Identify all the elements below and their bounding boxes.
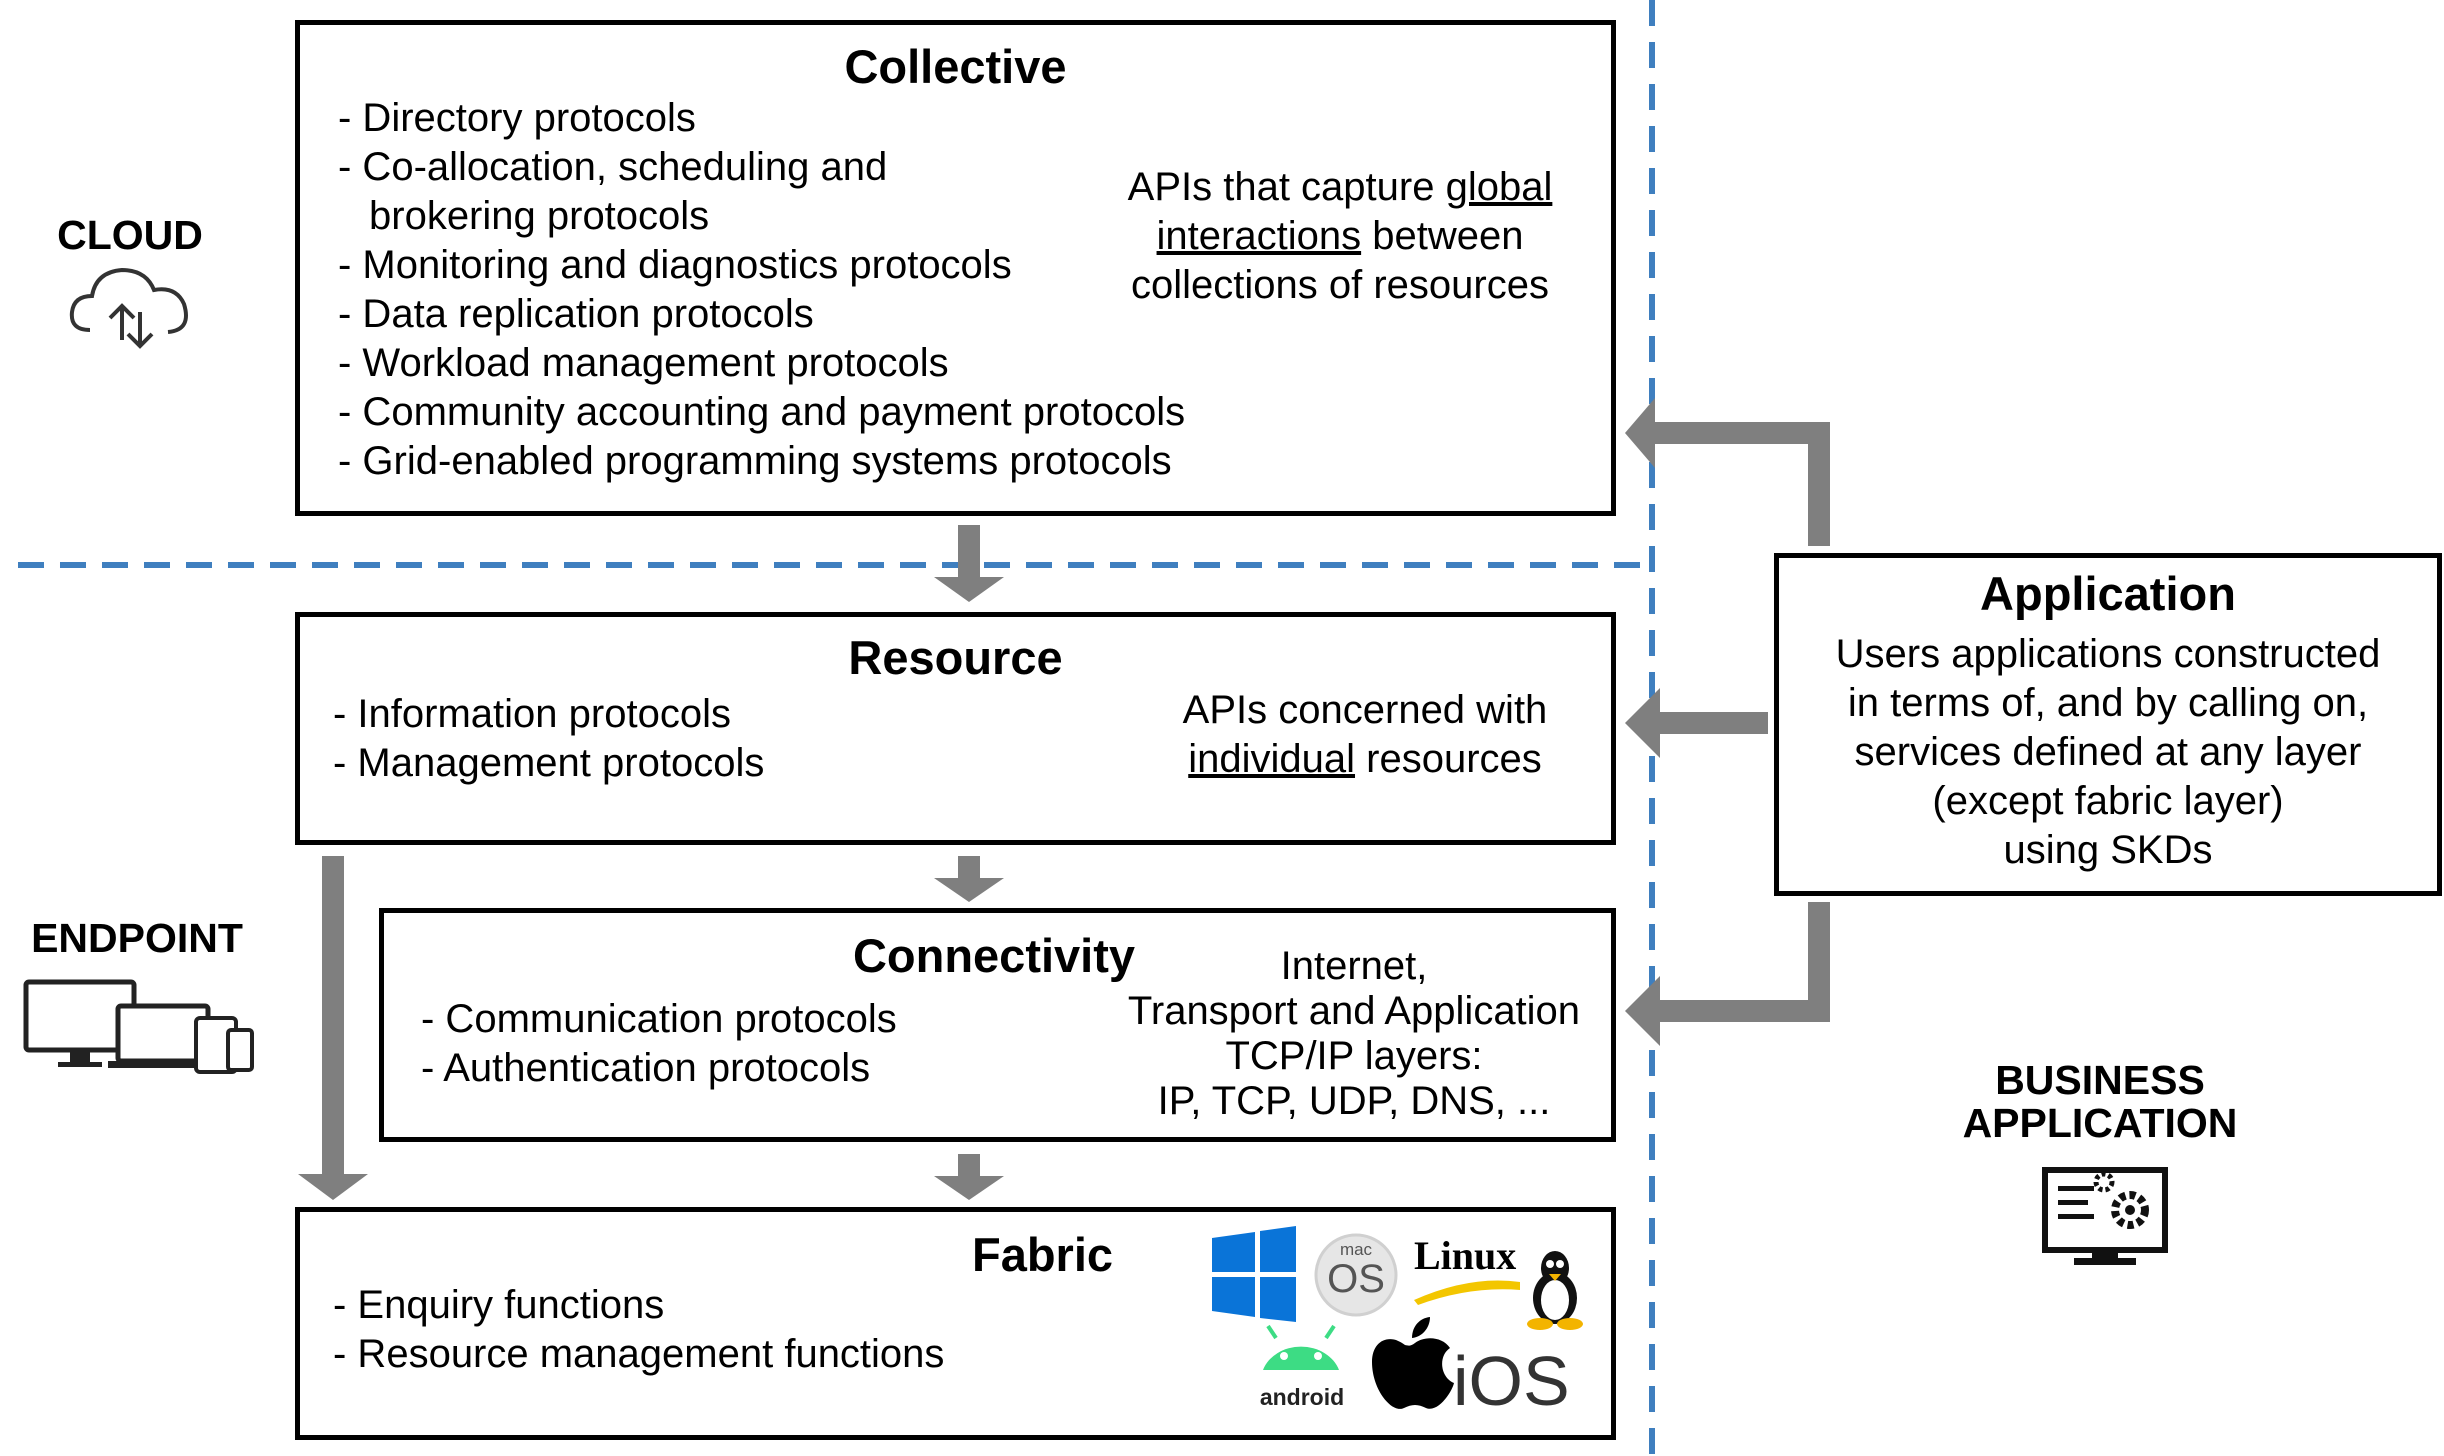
collective-note-between: between — [1361, 214, 1524, 258]
arrow-resource-to-fabric — [298, 856, 368, 1200]
connectivity-layer-box: Connectivity - Communication protocols -… — [379, 908, 1616, 1142]
arrow-application-to-connectivity — [1625, 902, 1830, 1046]
collective-layer-box: Collective - Directory protocols - Co-al… — [295, 20, 1616, 516]
collective-note-global: global — [1445, 165, 1553, 209]
connectivity-note-line: IP, TCP, UDP, DNS, ... — [1157, 1079, 1551, 1123]
cloud-zone-label: CLOUD — [57, 212, 203, 258]
list-item: - Co-allocation, scheduling and — [338, 145, 888, 189]
application-line: in terms of, and by calling on, — [1847, 681, 2369, 725]
list-item: - Management protocols — [333, 741, 765, 785]
list-item: - Authentication protocols — [421, 1046, 871, 1090]
business-zone-label-line1: BUSINESS — [1995, 1057, 2205, 1103]
collective-title: Collective — [844, 40, 1067, 93]
fabric-function-list: - Enquiry functions - Resource managemen… — [333, 1281, 944, 1379]
arrow-collective-to-resource — [934, 525, 1004, 602]
application-box: Application Users applications construct… — [1774, 553, 2442, 896]
resource-note-post: resources — [1355, 737, 1542, 781]
resource-note: APIs concerned with individual resources — [1155, 686, 1575, 784]
list-item: - Information protocols — [333, 692, 731, 736]
business-zone-label-line2: APPLICATION — [1962, 1100, 2238, 1146]
resource-note-individual: individual — [1188, 737, 1356, 781]
list-item: brokering protocols — [369, 194, 710, 238]
list-item: - Directory protocols — [338, 96, 696, 140]
list-item: - Community accounting and payment proto… — [338, 390, 1186, 434]
arrow-resource-to-connectivity — [934, 856, 1004, 902]
application-line: using SKDs — [2003, 828, 2213, 872]
connectivity-title: Connectivity — [852, 929, 1136, 982]
application-line: (except fabric layer) — [1932, 779, 2284, 823]
arrow-application-to-resource — [1625, 688, 1768, 758]
application-line: services defined at any layer — [1854, 730, 2362, 774]
connectivity-note: Internet, Transport and Application TCP/… — [1104, 944, 1604, 1124]
connectivity-protocol-list: - Communication protocols - Authenticati… — [421, 995, 897, 1093]
application-description: Users applications constructed in terms … — [1779, 630, 2437, 875]
resource-title: Resource — [848, 631, 1063, 684]
list-item: - Resource management functions — [333, 1332, 945, 1376]
collective-note-interactions: interactions — [1156, 214, 1362, 258]
connectivity-note-line: TCP/IP layers: — [1225, 1034, 1483, 1078]
list-item: - Data replication protocols — [338, 292, 814, 336]
list-item: - Enquiry functions — [333, 1283, 665, 1327]
arrow-connectivity-to-fabric — [934, 1154, 1004, 1200]
resource-layer-box: Resource - Information protocols - Manag… — [295, 612, 1616, 845]
fabric-layer-box: Fabric - Enquiry functions - Resource ma… — [295, 1207, 1616, 1440]
list-item: - Monitoring and diagnostics protocols — [338, 243, 1012, 287]
fabric-title: Fabric — [972, 1228, 1114, 1281]
resource-protocol-list: - Information protocols - Management pro… — [333, 690, 764, 788]
list-item: - Workload management protocols — [338, 341, 949, 385]
arrow-application-to-collective — [1625, 398, 1830, 546]
connectivity-note-line: Transport and Application — [1127, 989, 1581, 1033]
application-title: Application — [1980, 567, 2236, 620]
collective-note-line3: collections of resources — [1131, 263, 1549, 307]
resource-note-line1: APIs concerned with — [1182, 688, 1548, 732]
collective-protocol-list: - Directory protocols - Co-allocation, s… — [338, 94, 1185, 486]
endpoint-zone-label: ENDPOINT — [31, 915, 243, 961]
connectivity-note-line: Internet, — [1280, 944, 1428, 988]
application-line: Users applications constructed — [1835, 632, 2381, 676]
list-item: - Grid-enabled programming systems proto… — [338, 439, 1172, 483]
list-item: - Communication protocols — [421, 997, 897, 1041]
collective-note-pre: APIs that capture — [1127, 165, 1446, 209]
collective-note: APIs that capture global interactions be… — [1090, 163, 1590, 310]
